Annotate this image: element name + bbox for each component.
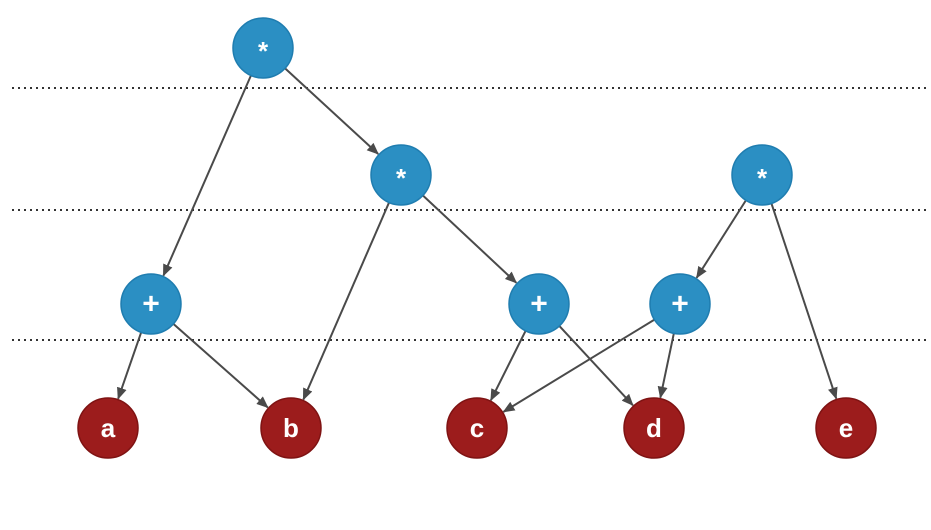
node-circle-leaf-b [260,397,322,459]
node-label-leaf-e: e [839,413,853,443]
edge-mul-mid-to-leaf-b [302,200,391,401]
node-add-2: + [508,273,570,335]
node-label-leaf-b: b [283,413,299,443]
node-circle-add-3 [649,273,711,335]
node-mul-mid: * [370,144,432,206]
edge-mul-root-to-mul-mid [282,66,379,155]
edge-add-3-to-leaf-c [502,317,657,413]
edges [117,66,838,413]
node-leaf-c: c [446,397,508,459]
node-label-mul-mid: * [396,163,407,193]
node-circle-add-1 [120,273,182,335]
edge-mul-root-to-add-1 [162,73,253,277]
node-add-1: + [120,273,182,335]
node-label-mul-root: * [258,36,269,66]
node-label-leaf-d: d [646,413,662,443]
node-circle-leaf-c [446,397,508,459]
node-leaf-b: b [260,397,322,459]
node-label-add-1: + [142,288,160,321]
node-label-mul-right: * [757,163,768,193]
level-dividers [12,87,928,341]
edge-add-2-to-leaf-c [489,328,528,402]
edge-add-3-to-leaf-d [657,331,676,399]
node-add-3: + [649,273,711,335]
node-circle-mul-root [232,17,294,79]
node-leaf-e: e [815,397,877,459]
edge-mul-right-to-add-3 [695,198,748,279]
node-leaf-d: d [623,397,685,459]
node-label-add-2: + [530,288,548,321]
node-mul-root: * [232,17,294,79]
node-mul-right: * [731,144,793,206]
node-circle-mul-mid [370,144,432,206]
node-circle-mul-right [731,144,793,206]
edge-add-2-to-leaf-d [557,323,634,407]
node-circle-add-2 [508,273,570,335]
node-circle-leaf-a [77,397,139,459]
edge-mul-mid-to-add-2 [420,193,518,284]
edge-mul-right-to-leaf-e [769,201,838,400]
node-label-add-3: + [671,288,689,321]
node-label-leaf-c: c [470,413,484,443]
node-circle-leaf-d [623,397,685,459]
edge-add-1-to-leaf-a [117,330,143,400]
node-circle-leaf-e [815,397,877,459]
nodes: * * * + + + a b c d e [77,17,877,459]
edge-add-1-to-leaf-b [171,321,269,409]
node-leaf-a: a [77,397,139,459]
node-label-leaf-a: a [101,413,116,443]
